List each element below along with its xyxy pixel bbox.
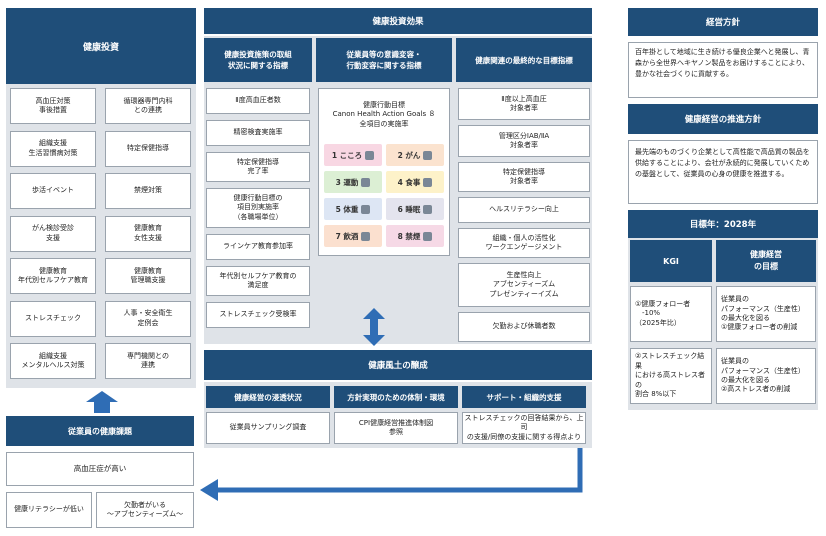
health-investment-item: がん検診受診 支援 bbox=[10, 215, 96, 252]
health-investment-title: 健康投資 bbox=[6, 8, 196, 84]
habit-7: 7 飲酒 bbox=[324, 225, 382, 247]
culture-col-title: 健康経営の浸透状況 bbox=[206, 386, 330, 408]
habit-5: 5 体重 bbox=[324, 198, 382, 220]
indicator-item: 生産性向上 アブセンティーズム プレゼンティーイズム bbox=[458, 263, 590, 307]
indicator-item: ストレスチェック受検率 bbox=[206, 302, 310, 328]
habit-label: 5 体重 bbox=[335, 204, 359, 214]
health-investment-item: 高血圧対策 事後措置 bbox=[10, 88, 96, 124]
promotion-policy-text: 最先端のものづくり企業として高性能で高品質の製品を供給することにより、会社が永続… bbox=[628, 140, 818, 204]
culture-col-title: 方針実現のための体制・環境 bbox=[334, 386, 458, 408]
health-investment-item: 健康教育 女性支援 bbox=[105, 215, 191, 252]
indicator-item: Ⅱ度以上高血圧 対象者率 bbox=[458, 88, 590, 120]
indicator-item: 欠勤および休職者数 bbox=[458, 312, 590, 342]
health-investment-item: 人事・安全衛生 定例会 bbox=[105, 300, 191, 337]
goal-value: 従業員の パフォーマンス（生産性） の最大化を図る ①健康フォロー者の削減 bbox=[716, 286, 816, 342]
culture-col-item: 従業員サンプリング調査 bbox=[206, 412, 330, 444]
health-culture-title: 健康風土の醸成 bbox=[204, 350, 592, 380]
health-investment-item: 健康教育 年代別セルフケア教育 bbox=[10, 258, 96, 294]
running-icon bbox=[361, 177, 371, 187]
kgi-value: ②ストレスチェック結果 における高ストレス者の 割合 8%以下 bbox=[630, 348, 712, 404]
habit-label: 3 運動 bbox=[335, 177, 359, 187]
health-investment-item: 組織支援 生活習慣病対策 bbox=[10, 130, 96, 167]
issue-literacy: 健康リテラシーが低い bbox=[6, 492, 92, 528]
promotion-policy-title: 健康経営の推進方針 bbox=[628, 104, 818, 134]
indicator-item: 組織・個人の活性化 ワークエンゲージメント bbox=[458, 228, 590, 258]
issue-absenteeism: 欠勤者がいる 〜アブセンティーズム〜 bbox=[96, 492, 194, 528]
indicator-item: 精密検査実施率 bbox=[206, 120, 310, 146]
bottle-icon bbox=[361, 231, 371, 241]
health-investment-effects-title: 健康投資効果 bbox=[204, 8, 592, 34]
health-investment-item: 組織支援 メンタルヘルス対策 bbox=[10, 343, 96, 379]
health-investment-item: 禁煙対策 bbox=[105, 173, 191, 209]
culture-col-item: CPI健康経営推進体制図 参照 bbox=[334, 412, 458, 444]
health-investment-item: 専門機関との 連携 bbox=[105, 343, 191, 379]
indicator-col2-title: 従業員等の意識変容・ 行動変容に関する指標 bbox=[316, 38, 452, 82]
indicator-item: 健康行動目標の 項目別実施率 （各職場単位） bbox=[206, 188, 310, 228]
hospital-icon bbox=[423, 150, 433, 160]
indicator-col1-title: 健康投資施策の取組 状況に関する指標 bbox=[204, 38, 312, 82]
culture-col-item: ストレスチェックの回答結果から、上司 の支援/同僚の支援に関する得点より bbox=[462, 412, 586, 444]
habit-label: 7 飲酒 bbox=[335, 231, 359, 241]
indicator-item: 管理区分ⅠAB/ⅡA 対象者率 bbox=[458, 125, 590, 157]
habit-2: 2 がん bbox=[386, 144, 444, 166]
health-investment-item: 歩活イベント bbox=[10, 173, 96, 209]
target-year-title: 目標年：2028年 bbox=[628, 210, 818, 238]
heart-icon bbox=[365, 150, 375, 160]
health-investment-item: ストレスチェック bbox=[10, 300, 96, 337]
habit-3: 3 運動 bbox=[324, 171, 382, 193]
indicator-item: Ⅱ度高血圧者数 bbox=[206, 88, 310, 114]
scale-icon bbox=[361, 204, 371, 214]
habit-label: 4 食事 bbox=[397, 177, 421, 187]
kgi-value: ①健康フォロー者 -10% （2025年比） bbox=[630, 286, 712, 342]
meal-icon bbox=[423, 177, 433, 187]
culture-col-title: サポート・組織的支援 bbox=[462, 386, 586, 408]
return-arrow-icon bbox=[200, 448, 583, 501]
habit-6: 6 睡眠 bbox=[386, 198, 444, 220]
habit-label: 6 睡眠 bbox=[397, 204, 421, 214]
employee-issues-title: 従業員の健康課題 bbox=[6, 416, 194, 446]
health-investment-item: 健康教育 管理職支援 bbox=[105, 258, 191, 294]
management-policy-title: 経営方針 bbox=[628, 8, 818, 36]
health-investment-item: 特定保健指導 bbox=[105, 130, 191, 167]
habit-label: 8 禁煙 bbox=[397, 231, 421, 241]
double-arrow-icon bbox=[363, 308, 385, 346]
goal-value: 従業員の パフォーマンス（生産性） の最大化を図る ②高ストレス者の削減 bbox=[716, 348, 816, 404]
habit-label: 1 こころ bbox=[331, 150, 363, 160]
indicator-item: ラインケア教育参加率 bbox=[206, 234, 310, 260]
indicator-item: 特定保健指導 完了率 bbox=[206, 152, 310, 182]
goal-header: 健康経営 の目標 bbox=[716, 240, 816, 282]
habit-8: 8 禁煙 bbox=[386, 225, 444, 247]
indicator-col3-title: 健康関連の最終的な目標指標 bbox=[456, 38, 592, 82]
health-investment-item: 循環器専門内科 との連携 bbox=[105, 88, 191, 124]
habit-4: 4 食事 bbox=[386, 171, 444, 193]
habit-label: 2 がん bbox=[397, 150, 421, 160]
bed-icon bbox=[423, 204, 433, 214]
health-action-goal-text: 健康行動目標 Canon Health Action Goals ８ 全項目の実… bbox=[319, 92, 449, 138]
management-policy-text: 百年掛として地域に生き続ける優良企業へと発展し、青森から全世界へキヤノン製品をお… bbox=[628, 42, 818, 98]
indicator-item: 年代別セルフケア教育の 満足度 bbox=[206, 266, 310, 296]
up-arrow-icon bbox=[86, 391, 118, 413]
kgi-header: KGI bbox=[630, 240, 712, 282]
no-smoking-icon bbox=[423, 231, 433, 241]
indicator-item: ヘルスリテラシー向上 bbox=[458, 197, 590, 223]
issue-hypertension: 高血圧症が高い bbox=[6, 452, 194, 486]
indicator-item: 特定保健指導 対象者率 bbox=[458, 162, 590, 192]
habit-1: 1 こころ bbox=[324, 144, 382, 166]
